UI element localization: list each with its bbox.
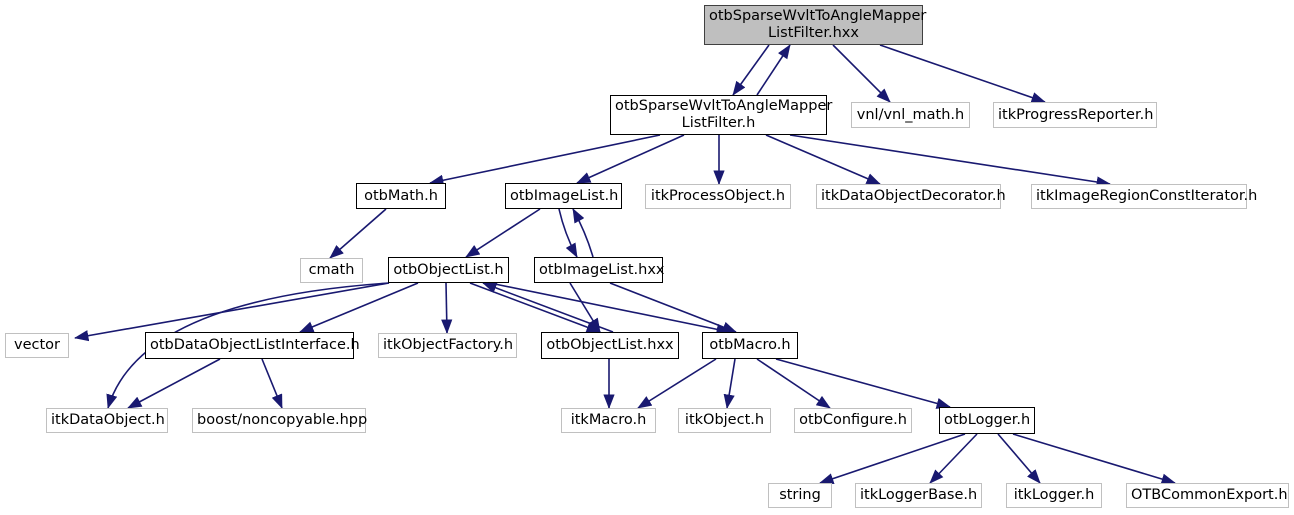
graph-node-label: otbLogger.h — [944, 412, 1031, 428]
graph-node-label: cmath — [308, 262, 355, 278]
graph-node-label: OTBCommonExport.h — [1131, 487, 1288, 503]
graph-edge-imagelist_hxx-to-imagelist_h — [572, 208, 594, 258]
graph-node-noncopyable[interactable]: boost/noncopyable.hpp — [192, 408, 368, 433]
graph-node-label: otbImageList.h — [510, 187, 619, 204]
graph-node-vector[interactable]: vector — [5, 333, 69, 358]
graph-node-label: otbObjectList.hxx — [546, 337, 674, 353]
graph-node-label: itkMacro.h — [570, 412, 647, 428]
graph-node-label: string — [779, 487, 821, 503]
graph-node-itkdataobject[interactable]: itkDataObject.h — [46, 408, 168, 433]
graph-node-label: otbMacro.h — [709, 337, 791, 353]
graph-node-imagelist_h[interactable]: otbImageList.h — [505, 183, 622, 209]
graph-edge-otblogger-to-loggerbase — [929, 433, 978, 484]
graph-edge-otbmacro-to-otbconfigure — [756, 358, 831, 409]
graph-node-string[interactable]: string — [768, 483, 832, 508]
graph-edge-otbmacro-to-itkobject — [723, 358, 736, 409]
graph-node-cmath[interactable]: cmath — [300, 258, 363, 283]
graph-edge-objectlist_h-to-itkdataobject — [106, 282, 390, 409]
graph-edge-filter_h-to-regioniter — [789, 134, 1111, 188]
graph-edge-imagelist_h-to-objectlist_h — [465, 208, 541, 258]
graph-edge-otbmath-to-cmath — [329, 208, 387, 259]
graph-edge-otbmacro-to-otblogger — [775, 358, 951, 409]
graph-node-objectlist_h[interactable]: otbObjectList.h — [388, 257, 509, 283]
graph-node-decorator[interactable]: itkDataObjectDecorator.h — [816, 184, 1006, 209]
graph-node-label: otbDataObjectListInterface.h — [150, 337, 360, 353]
graph-node-label: otbMath.h — [364, 187, 438, 204]
graph-edge-otblogger-to-commonexport — [1012, 433, 1176, 485]
graph-node-label: itkDataObjectDecorator.h — [821, 188, 1006, 204]
graph-node-label: vector — [14, 337, 60, 353]
graph-node-label: itkDataObject.h — [51, 412, 165, 428]
graph-node-label: itkObject.h — [684, 412, 765, 428]
graph-node-vnl_math[interactable]: vnl/vnl_math.h — [851, 102, 970, 128]
graph-node-label: boost/noncopyable.hpp — [197, 412, 368, 428]
graph-node-label: vnl/vnl_math.h — [856, 106, 965, 123]
graph-node-progress[interactable]: itkProgressReporter.h — [993, 102, 1157, 128]
graph-edge-otblogger-to-string — [819, 433, 966, 485]
graph-edge-dataobjlistif-to-noncopyable — [261, 358, 283, 409]
graph-node-label: otbImageList.hxx — [539, 261, 665, 278]
graph-edge-root-to-progress — [879, 44, 1046, 103]
graph-node-itklogger[interactable]: itkLogger.h — [1006, 483, 1102, 508]
graph-node-label: otbConfigure.h — [799, 412, 907, 428]
graph-node-filter_h[interactable]: otbSparseWvltToAngleMapper ListFilter.h — [610, 95, 833, 135]
graph-edge-objectlist_hxx-to-objectlist_h — [482, 282, 614, 333]
graph-node-root[interactable]: otbSparseWvltToAngleMapper ListFilter.hx… — [704, 5, 927, 45]
graph-node-label: otbObjectList.h — [393, 261, 504, 278]
graph-node-otbconfigure[interactable]: otbConfigure.h — [794, 408, 912, 433]
graph-node-objectfactory[interactable]: itkObjectFactory.h — [378, 333, 517, 358]
graph-node-otblogger[interactable]: otbLogger.h — [939, 407, 1035, 434]
graph-node-otbmacro[interactable]: otbMacro.h — [702, 332, 798, 359]
graph-edge-dataobjlistif-to-itkdataobject — [127, 358, 221, 409]
graph-node-objectlist_hxx[interactable]: otbObjectList.hxx — [541, 332, 679, 359]
graph-node-label: itkImageRegionConstIterator.h — [1036, 188, 1258, 204]
graph-node-itkobject[interactable]: itkObject.h — [678, 408, 771, 433]
graph-node-itkmacro[interactable]: itkMacro.h — [561, 408, 656, 433]
graph-node-label: itkProgressReporter.h — [998, 106, 1154, 123]
graph-edge-filter_h-to-decorator — [765, 134, 881, 185]
graph-edge-objectlist_h-to-vector — [74, 282, 390, 342]
graph-node-imagelist_hxx[interactable]: otbImageList.hxx — [534, 257, 665, 283]
graph-edge-imagelist_hxx-to-objectlist_hxx — [569, 282, 601, 333]
graph-node-label: itkLogger.h — [1013, 487, 1095, 503]
graph-node-regioniter[interactable]: itkImageRegionConstIterator.h — [1031, 184, 1258, 209]
graph-edge-filter_h-to-root — [756, 44, 791, 96]
graph-node-label: itkObjectFactory.h — [383, 337, 514, 353]
graph-edge-imagelist_h-to-imagelist_hxx — [558, 208, 578, 258]
graph-node-label: itkLoggerBase.h — [860, 487, 978, 503]
graph-node-label: itkProcessObject.h — [650, 188, 786, 204]
graph-edge-otblogger-to-itklogger — [997, 433, 1041, 484]
graph-edge-filter_h-to-otbmath — [429, 134, 661, 186]
graph-node-commonexport[interactable]: OTBCommonExport.h — [1126, 483, 1289, 508]
graph-node-otbmath[interactable]: otbMath.h — [356, 183, 446, 209]
graph-edge-root-to-filter_h — [732, 44, 770, 96]
graph-edge-objectlist_h-to-dataobjlistif — [299, 282, 419, 333]
graph-node-label: otbSparseWvltToAngleMapper ListFilter.hx… — [709, 8, 927, 41]
graph-edge-objectlist_h-to-otbmacro — [489, 282, 731, 335]
graph-edge-imagelist_hxx-to-otbmacro — [609, 282, 737, 333]
graph-edge-otbmacro-to-itkmacro — [637, 358, 717, 409]
graph-node-dataobjlistif[interactable]: otbDataObjectListInterface.h — [145, 332, 360, 359]
graph-edge-objectlist_h-to-objectlist_hxx — [469, 282, 601, 333]
graph-node-processobject[interactable]: itkProcessObject.h — [645, 184, 791, 209]
graph-edge-root-to-vnl_math — [832, 44, 891, 103]
graph-edge-filter_h-to-imagelist_h — [576, 134, 685, 184]
graph-node-loggerbase[interactable]: itkLoggerBase.h — [855, 483, 982, 508]
graph-edge-objectlist_h-to-objectfactory — [441, 282, 453, 334]
graph-node-label: otbSparseWvltToAngleMapper ListFilter.h — [615, 98, 833, 131]
